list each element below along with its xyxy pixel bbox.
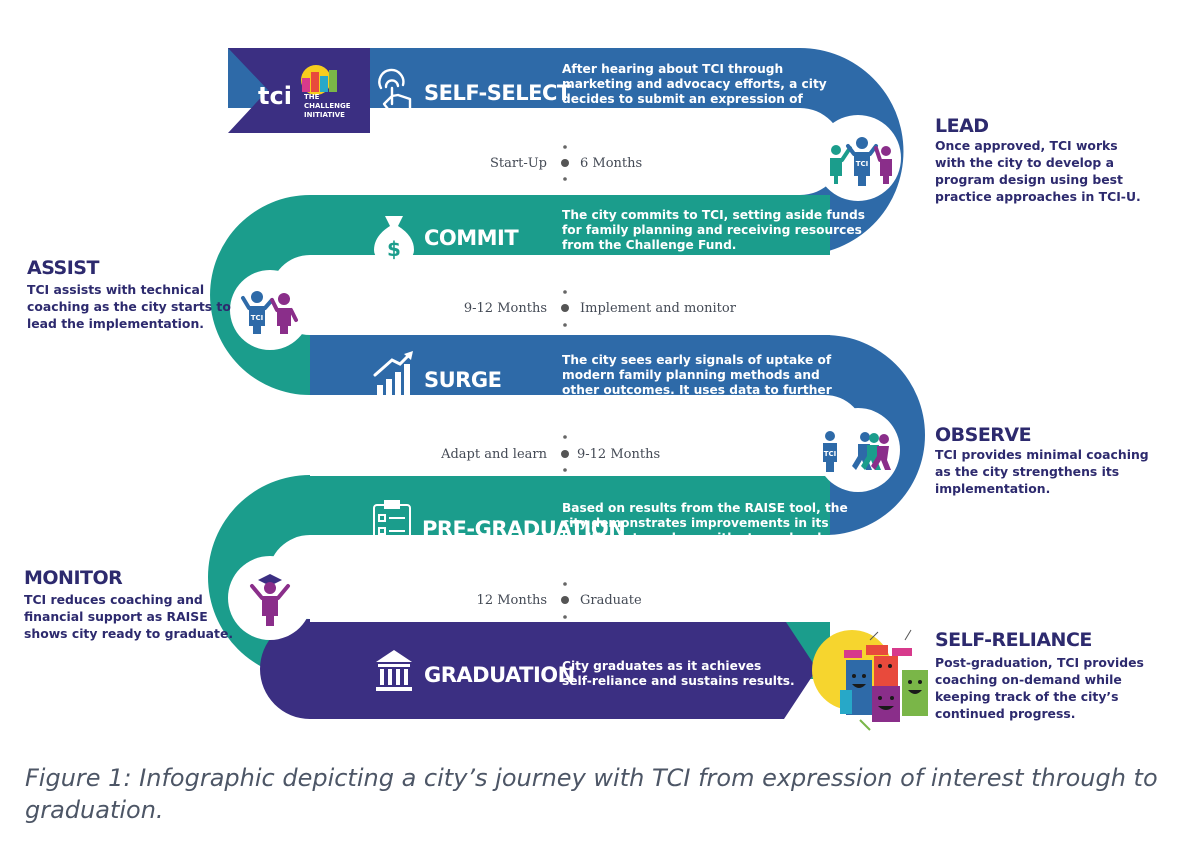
tci-logo: tci THE CHALLENGE INITIATIVE [258, 65, 351, 119]
role-desc-line: Once approved, TCI works [935, 138, 1118, 153]
desc-line: The city sees early signals of uptake of [562, 353, 832, 367]
role-title: ASSIST [27, 257, 99, 279]
desc-line: decides to submit an expression of [562, 92, 804, 106]
desc-line: other outcomes. It uses data to further [562, 383, 832, 397]
desc-line: from the Challenge Fund. [562, 238, 736, 252]
role-desc-line: continued progress. [935, 706, 1075, 721]
timeline-3: Adapt and learn 9-12 Months [440, 435, 660, 472]
graduate-person-icon [250, 574, 290, 626]
role-desc-line: Post-graduation, TCI provides [935, 655, 1144, 670]
desc-line: health system along with strong local [562, 531, 821, 545]
logo-chevron [228, 48, 370, 133]
desc-line: city demonstrates improvements in its [562, 516, 829, 530]
role-title: OBSERVE [935, 424, 1031, 446]
timeline-strip-1 [310, 139, 800, 189]
stage-title-self-select: SELF-SELECT [424, 81, 572, 105]
role-desc-line: financial support as RAISE [24, 609, 208, 624]
desc-line: improve its program. [562, 398, 707, 412]
timeline-right: Implement and monitor [580, 301, 737, 316]
timeline-left: 9-12 Months [464, 301, 547, 316]
desc-line: for family planning and receiving resour… [562, 223, 862, 237]
timeline-right: 9-12 Months [577, 447, 660, 462]
role-desc-line: TCI assists with technical [27, 282, 204, 297]
desc-line: marketing and advocacy efforts, a city [562, 77, 827, 91]
stage-desc-surge: The city sees early signals of uptake of… [562, 353, 832, 412]
badge-tci-label: TCI [824, 450, 837, 458]
logo-brand: tci [258, 82, 292, 110]
helping-people-icon: TCI [241, 291, 298, 334]
role-desc-line: implementation. [935, 481, 1050, 496]
timeline-left: Adapt and learn [440, 447, 548, 462]
figure-caption: Figure 1: Infographic depicting a city’s… [25, 764, 1158, 824]
role-desc-line: TCI reduces coaching and [24, 592, 203, 607]
stage-title-commit: COMMIT [424, 226, 519, 250]
institution-icon [376, 650, 412, 691]
role-desc-line: TCI provides minimal coaching [935, 447, 1149, 462]
band-graduation [260, 619, 830, 719]
pointer-hand-icon [378, 68, 412, 116]
timeline-left: Start-Up [490, 156, 547, 171]
timeline-4: 12 Months Graduate [477, 582, 642, 619]
role-assist: ASSIST TCI assists with technical coachi… [27, 257, 231, 331]
role-observe: OBSERVE TCI provides minimal coaching as… [935, 424, 1149, 496]
desc-line: After hearing about TCI through [562, 62, 783, 76]
role-desc-line: coaching as the city starts to [27, 299, 231, 314]
desc-line: self-reliance and sustains results. [562, 674, 795, 688]
stage-desc-commit: The city commits to TCI, setting aside f… [562, 208, 865, 252]
timeline-right: 6 Months [580, 156, 642, 171]
timeline-strip-4 [310, 578, 830, 622]
timeline-1: Start-Up 6 Months [490, 145, 642, 181]
caption-line: Figure 1: Infographic depicting a city’s… [25, 764, 1158, 792]
role-desc-line: shows city ready to graduate. [24, 626, 233, 641]
stage-desc-pre-graduation: Based on results from the RAISE tool, th… [562, 501, 848, 560]
timeline-2: 9-12 Months Implement and monitor [464, 290, 737, 327]
running-people-icon: TCI [823, 431, 891, 472]
caption-line: graduation. [25, 796, 164, 824]
observe-badge: TCI [816, 408, 900, 492]
role-desc-line: lead the implementation. [27, 316, 204, 331]
desc-line: Based on results from the RAISE tool, th… [562, 501, 848, 515]
desc-line: modern family planning methods and [562, 368, 820, 382]
stage-title-pre-graduation: PRE-GRADUATION [422, 517, 625, 541]
logo-line3: INITIATIVE [304, 111, 345, 119]
stage-desc-graduation: City graduates as it achieves self-relia… [562, 659, 795, 688]
role-lead: LEAD Once approved, TCI works with the c… [935, 115, 1141, 204]
logo-line2: CHALLENGE [304, 102, 351, 110]
growth-chart-icon [373, 351, 413, 401]
lead-badge: TCI [815, 115, 901, 201]
stage-desc-self-select: After hearing about TCI through marketin… [562, 62, 827, 121]
stage-title-graduation: GRADUATION [424, 663, 575, 687]
role-monitor: MONITOR TCI reduces coaching and financi… [24, 567, 233, 641]
timeline-strip-2 [310, 282, 830, 328]
team-people-icon: TCI [830, 137, 892, 186]
assist-badge: TCI [230, 270, 310, 350]
logo-line1: THE [304, 93, 320, 101]
checklist-icon [373, 500, 411, 554]
happy-city-icon [812, 629, 928, 731]
badge-tci-label: TCI [856, 160, 869, 168]
stage-title-surge: SURGE [424, 368, 501, 392]
desc-line: The city commits to TCI, setting aside f… [562, 208, 865, 222]
role-desc-line: with the city to develop a [935, 155, 1114, 170]
role-self-reliance: SELF-RELIANCE Post-graduation, TCI provi… [935, 629, 1144, 721]
role-title: MONITOR [24, 567, 123, 589]
monitor-badge [228, 556, 312, 640]
timeline-right: Graduate [580, 593, 642, 608]
desc-line: interest to the TCI hub. [562, 107, 723, 121]
role-title: SELF-RELIANCE [935, 629, 1092, 651]
role-title: LEAD [935, 115, 989, 137]
role-desc-line: coaching on-demand while [935, 672, 1122, 687]
role-desc-line: keeping track of the city’s [935, 689, 1118, 704]
timeline-left: 12 Months [477, 593, 547, 608]
money-bag-icon: $ [374, 216, 414, 262]
role-desc-line: practice approaches in TCI-U. [935, 189, 1141, 204]
desc-line: ownership. [562, 546, 638, 560]
role-desc-line: as the city strengthens its [935, 464, 1119, 479]
svg-text:$: $ [387, 237, 401, 261]
role-desc-line: program design using best [935, 172, 1123, 187]
desc-line: City graduates as it achieves [562, 659, 761, 673]
badge-tci-label: TCI [251, 314, 264, 322]
city-skyline-icon [301, 65, 337, 95]
